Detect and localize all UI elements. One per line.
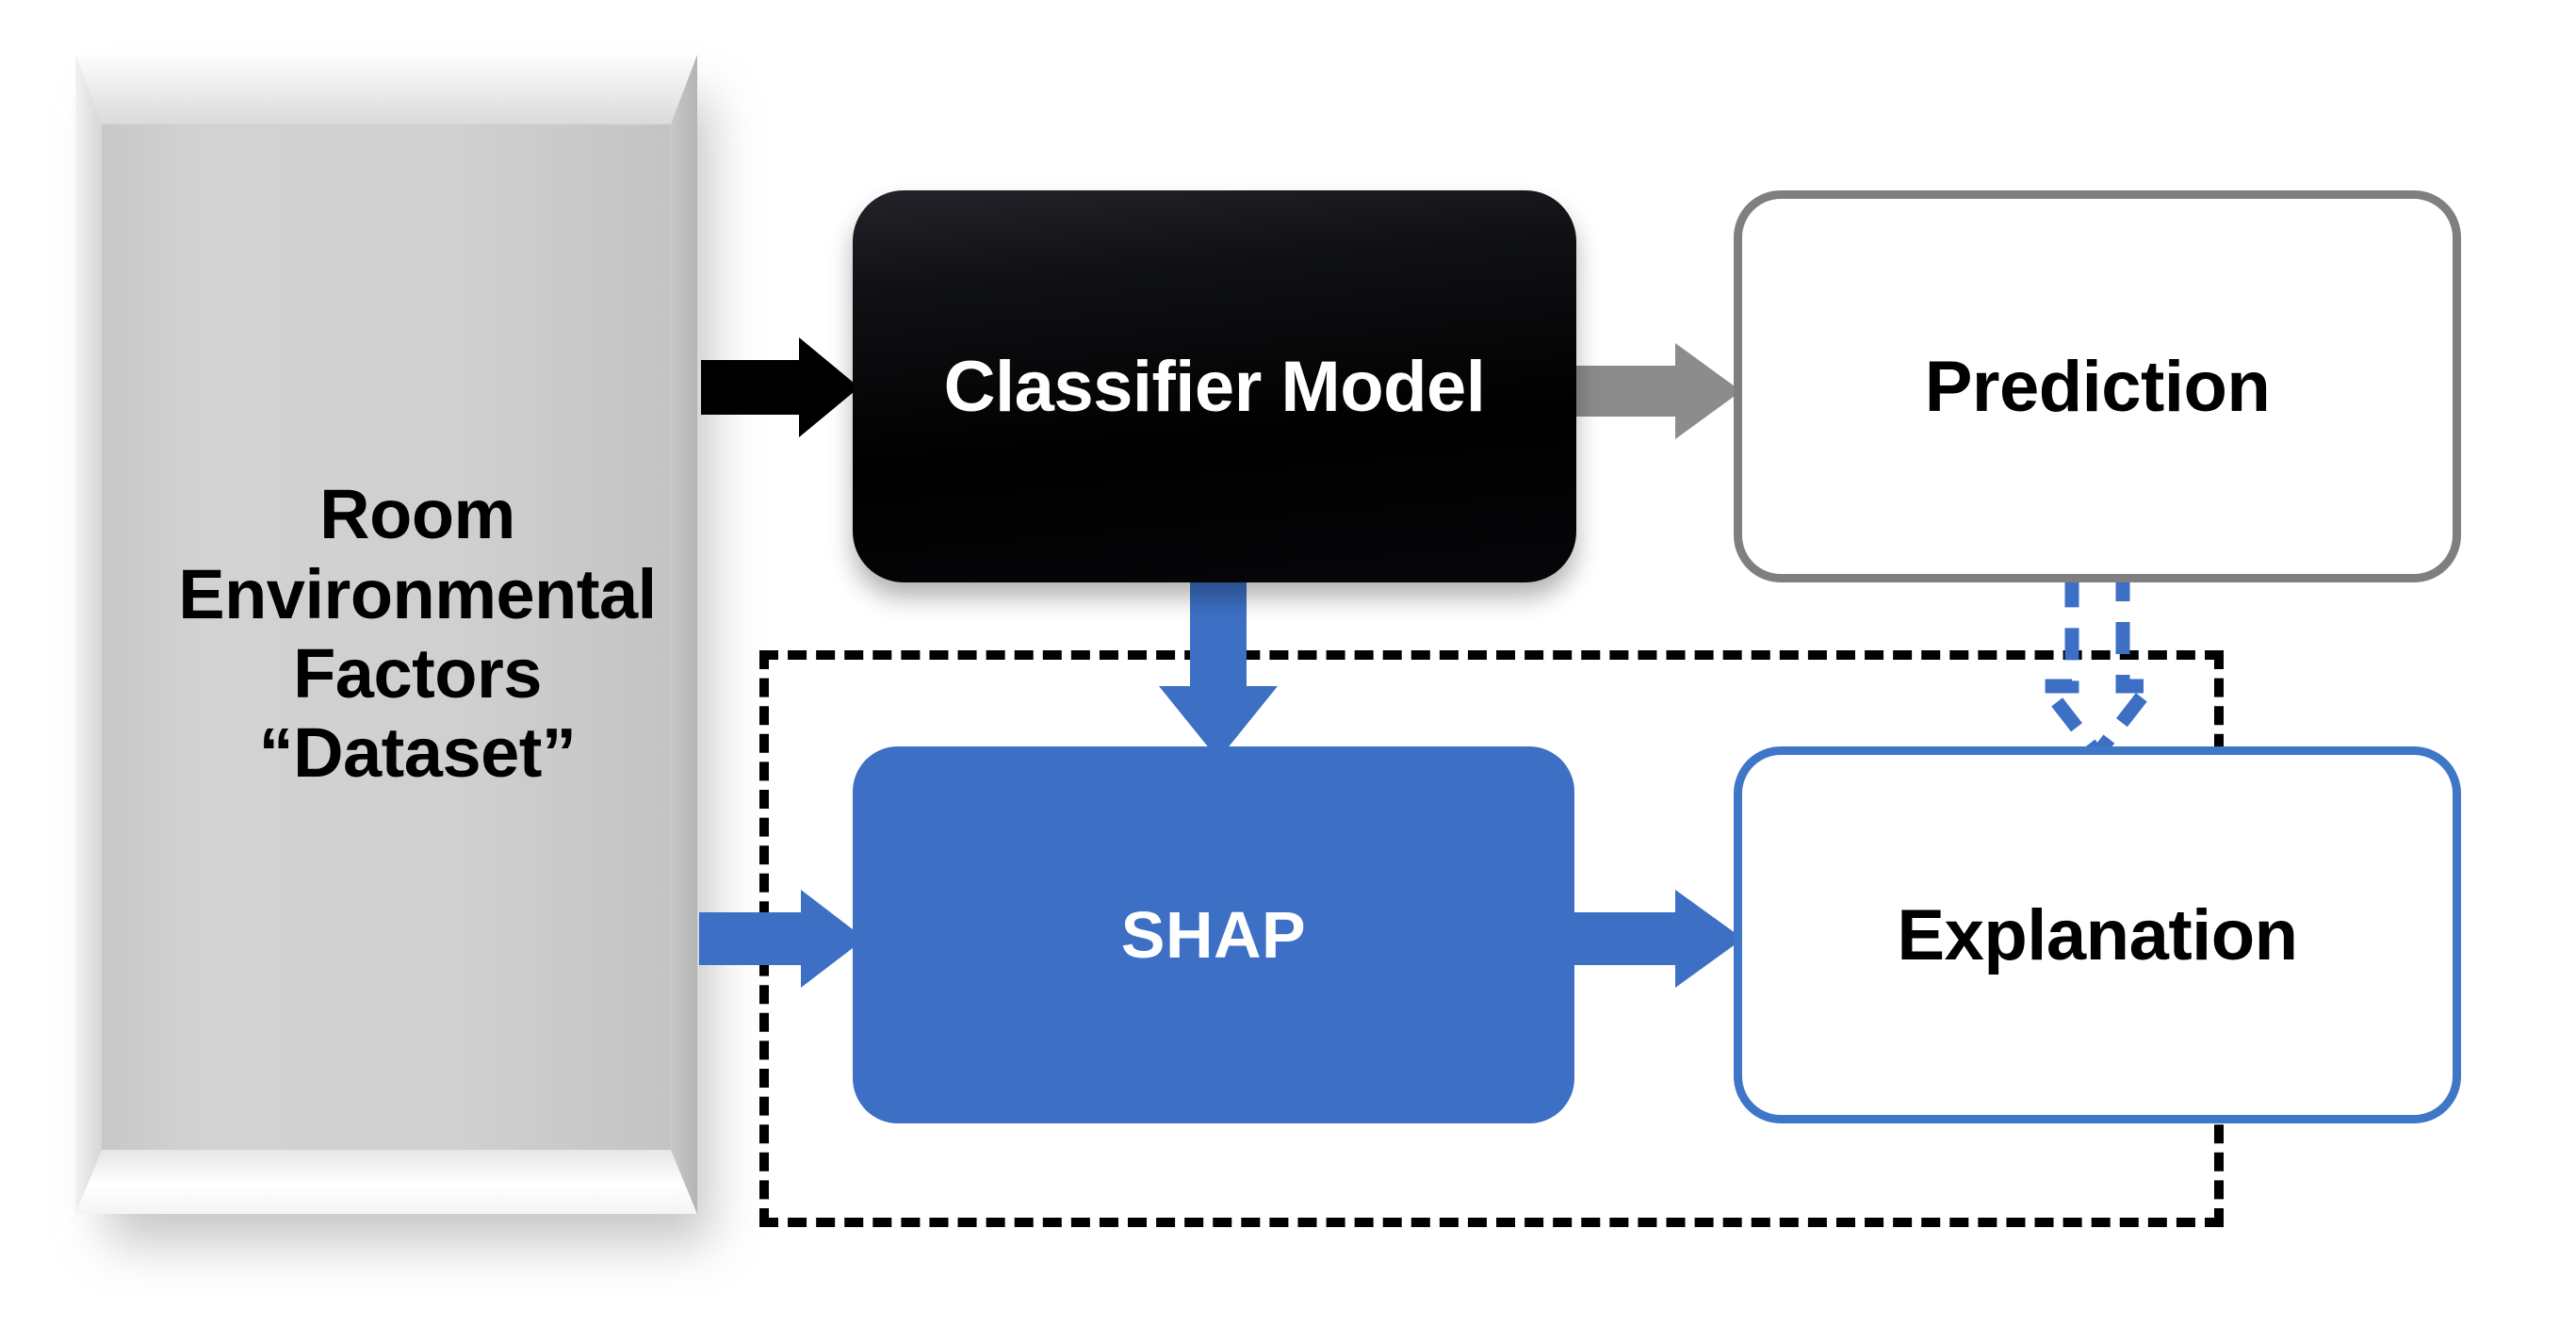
explanation-label: Explanation <box>1897 894 2298 975</box>
dataset-label-line-3: Factors <box>293 634 542 713</box>
dataset-label-line-2: Environmental <box>178 554 657 633</box>
prediction-node[interactable]: Prediction <box>1734 190 2461 582</box>
dataset-label-line-4: “Dataset” <box>258 713 577 793</box>
arrow-classifier-to-prediction-icon <box>1570 343 1741 439</box>
dataset-label-line-1: Room <box>319 475 515 554</box>
shap-node[interactable]: SHAP <box>853 746 1574 1123</box>
classifier-model-label: Classifier Model <box>943 346 1486 427</box>
classifier-model-node[interactable]: Classifier Model <box>853 190 1576 582</box>
arrow-dataset-to-classifier-icon <box>701 337 859 437</box>
dataset-label: Room Environmental Factors “Dataset” <box>75 55 697 1214</box>
prediction-label: Prediction <box>1924 346 2271 427</box>
arrow-classifier-to-shap-icon <box>1159 565 1278 760</box>
dataset-node[interactable]: Room Environmental Factors “Dataset” <box>75 55 710 1243</box>
explanation-node[interactable]: Explanation <box>1734 746 2461 1123</box>
arrow-shap-to-explanation-icon <box>1568 890 1743 988</box>
arrow-prediction-to-explanation-icon <box>2041 564 2154 760</box>
dataset-prism-shape <box>75 55 697 1214</box>
shap-label: SHAP <box>1120 898 1307 972</box>
arrow-dataset-to-shap-icon <box>699 890 865 988</box>
